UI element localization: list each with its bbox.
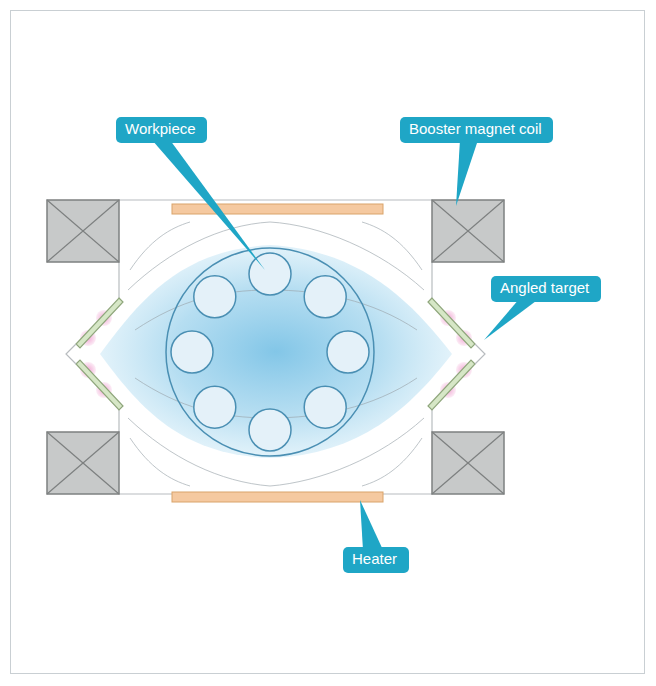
plasma-cloud <box>100 245 452 458</box>
workpiece-circle <box>327 331 369 373</box>
callout-text: Heater <box>343 547 409 571</box>
workpiece-circle <box>194 276 236 318</box>
heater-top <box>172 204 383 214</box>
workpiece-circle <box>304 386 346 428</box>
callout-label: Booster magnet coil <box>400 117 553 143</box>
workpiece-circle <box>304 276 346 318</box>
target-holder <box>66 344 485 364</box>
workpiece-circle <box>194 386 236 428</box>
workpiece-circles <box>171 253 369 451</box>
workpiece-circle <box>171 331 213 373</box>
callout-text: Booster magnet coil <box>400 117 553 141</box>
callout-text: Workpiece <box>116 117 207 141</box>
magnetic-field-lines <box>128 222 424 486</box>
workpiece-circle <box>249 409 291 451</box>
callout-text: Angled target <box>491 276 601 300</box>
coil-cross <box>47 200 504 494</box>
callout-label: Angled target <box>491 276 601 302</box>
heater-bottom <box>172 492 383 502</box>
angled-targets <box>76 298 475 410</box>
rotary-table <box>166 248 374 456</box>
target-glow <box>80 310 472 398</box>
callout-label: Heater <box>343 547 409 573</box>
workpiece-circle <box>249 253 291 295</box>
callout-pointers <box>152 140 540 550</box>
callout-label: Workpiece <box>116 117 207 143</box>
booster-magnet-coils <box>47 200 504 494</box>
